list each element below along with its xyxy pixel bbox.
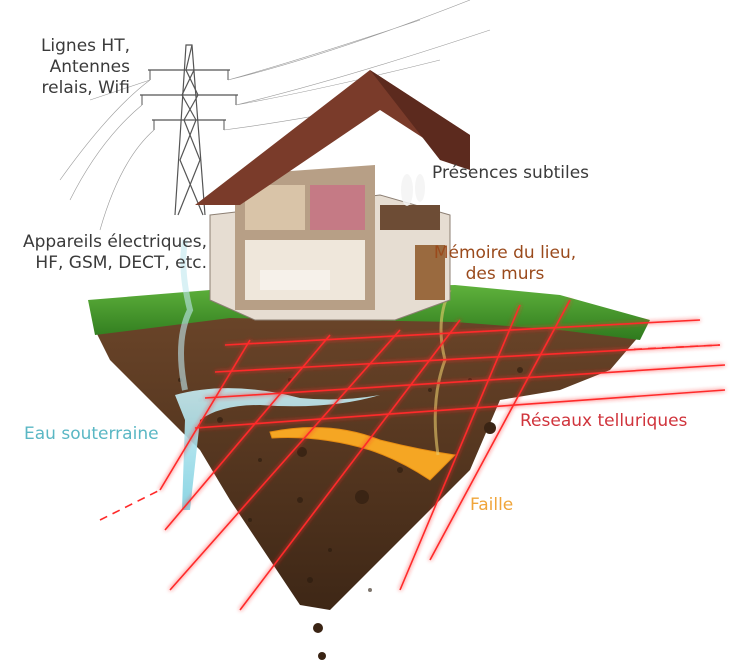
lines-ht-line-1: Lignes HT,: [40, 36, 130, 56]
house-cutaway-icon: [195, 70, 470, 321]
lines-ht-line-3: relais, Wifi: [41, 78, 130, 98]
appliances-line-1: Appareils électriques,: [22, 232, 207, 252]
telluric-grid-dashed: [99, 344, 721, 521]
subtle-presences-label: Présences subtiles: [432, 163, 590, 183]
appliances-label: Appareils électriques, HF, GSM, DECT, et…: [0, 232, 207, 274]
fault-label: Faille: [470, 495, 514, 515]
place-memory-label: Mémoire du lieu, des murs: [425, 243, 585, 285]
power-pylon-icon: [59, 0, 491, 231]
ghost-figures-icon: [401, 174, 425, 206]
water-vapor: [178, 239, 194, 391]
place-memory-line-2: des murs: [465, 264, 545, 284]
underground-water: [175, 388, 380, 510]
telluric-networks-label: Réseaux telluriques: [520, 411, 688, 431]
lines-ht-label: Lignes HT, Antennes relais, Wifi: [10, 36, 130, 99]
fault-line: [269, 427, 457, 481]
appliances-line-2: HF, GSM, DECT, etc.: [35, 253, 207, 273]
soil-island: [95, 305, 640, 610]
telluric-grid: [159, 299, 726, 611]
lines-ht-line-2: Antennes: [49, 57, 130, 77]
soil-chunk-icon: [297, 422, 496, 660]
underground-water-label: Eau souterraine: [24, 424, 159, 444]
place-memory-line-1: Mémoire du lieu,: [433, 243, 577, 263]
